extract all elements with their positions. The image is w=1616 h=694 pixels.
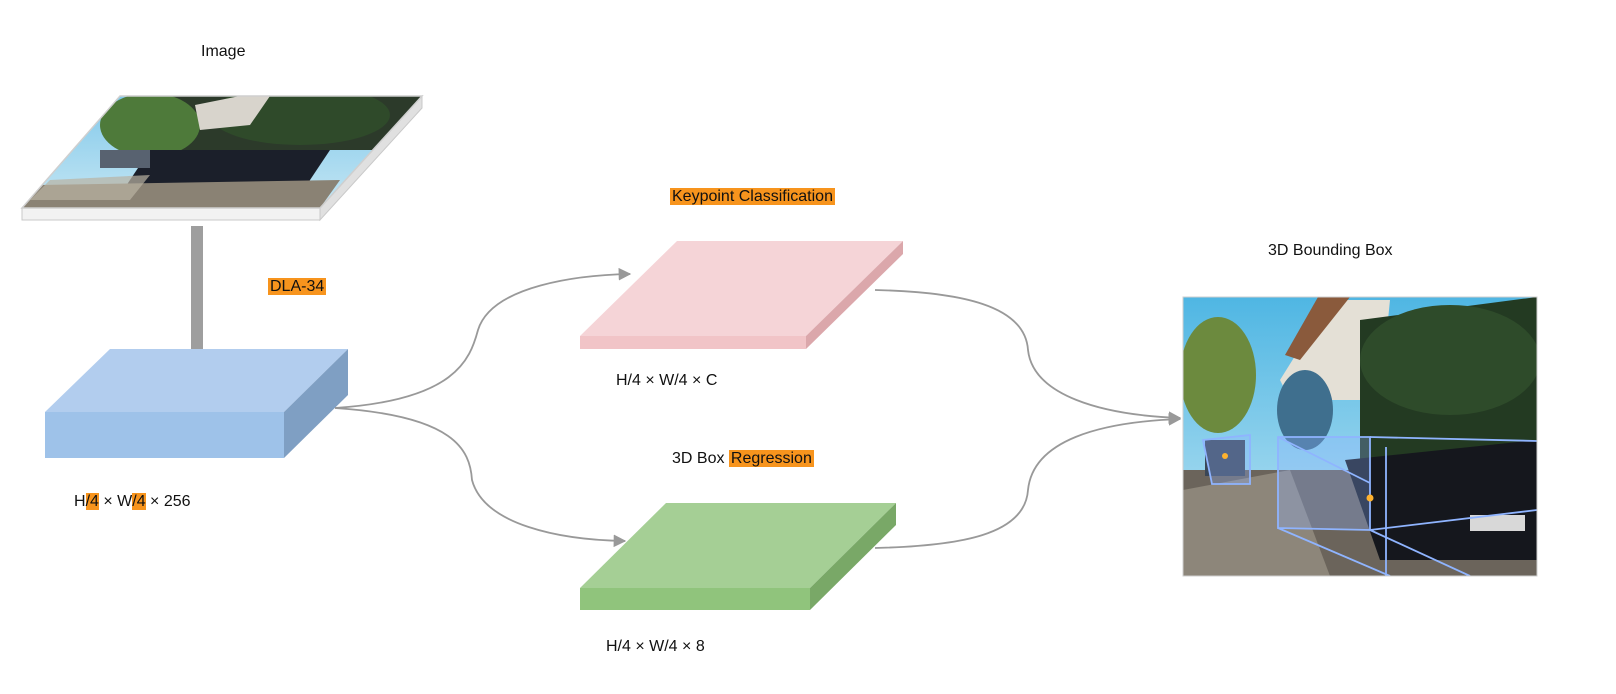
backbone-dims-label: H/4 × W/4 × 256: [74, 492, 191, 512]
output-label: 3D Bounding Box: [1268, 242, 1393, 259]
regression-head-plain: 3D Box: [672, 450, 729, 467]
regression-feature-block: [580, 503, 896, 610]
backbone-dims-part: × 256: [145, 493, 191, 510]
connector-to-regression: [334, 407, 627, 548]
connectors: [334, 267, 1182, 549]
connector-keypoint-to-output: [874, 289, 1182, 424]
street-photo-3d-boxes-icon: [1183, 297, 1537, 576]
regression-head-highlight: Regression: [728, 450, 814, 467]
backbone-dims-part: × W: [98, 493, 133, 510]
backbone-dims-highlight: /4: [132, 493, 146, 510]
connector-to-keypoint: [334, 267, 632, 409]
street-photo-icon: [22, 96, 422, 208]
regression-head-label: 3D Box Regression: [672, 449, 814, 469]
keypoint-head-highlight: Keypoint Classification: [670, 188, 835, 205]
input-image-slab: [20, 94, 424, 222]
image-label: Image: [201, 43, 246, 60]
output-image: [1182, 296, 1538, 577]
backbone-label: DLA-34: [268, 277, 327, 297]
regression-dims-label: H/4 × W/4 × 8: [606, 638, 705, 655]
backbone-feature-block: [45, 349, 348, 458]
keypoint-dims-label: H/4 × W/4 × C: [616, 372, 718, 389]
backbone-label-highlight: DLA-34: [268, 278, 327, 295]
connector-regression-to-output: [874, 413, 1182, 549]
backbone-dims-part: H: [74, 493, 86, 510]
backbone-dims-highlight: /4: [85, 493, 99, 510]
keypoint-feature-block: [580, 241, 903, 349]
keypoint-head-label: Keypoint Classification: [670, 187, 835, 207]
